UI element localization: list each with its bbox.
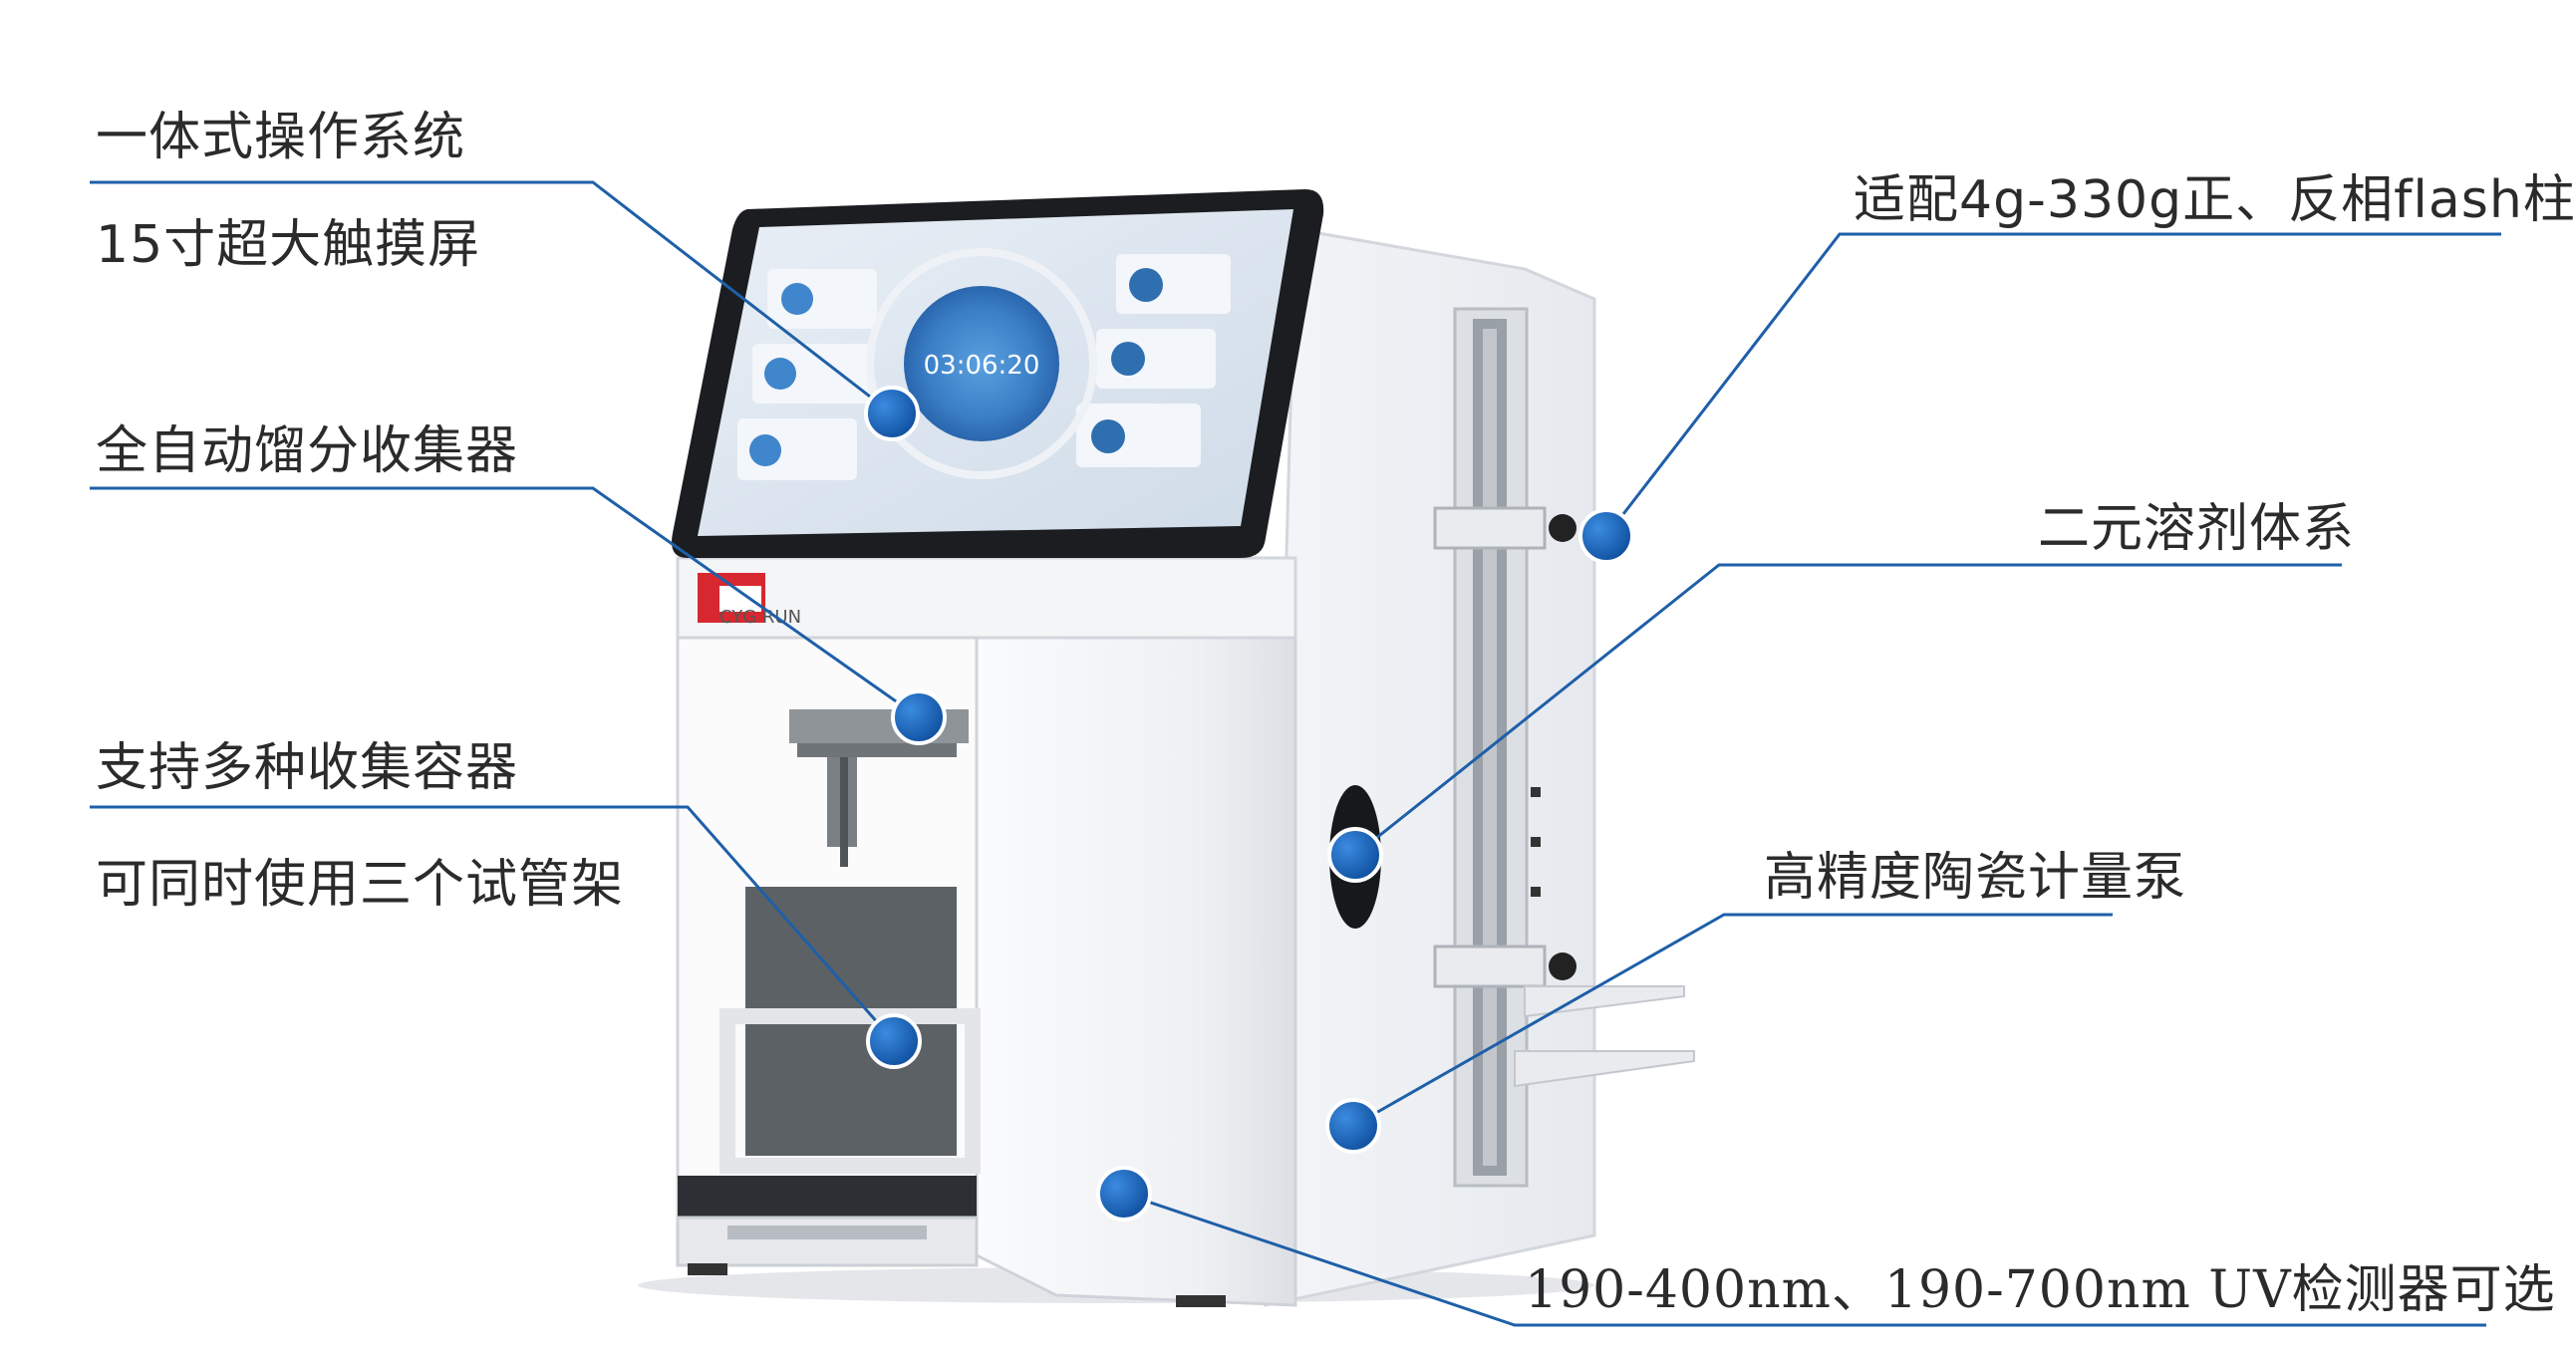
label-column-compat: 适配4g-330g正、反相flash柱 <box>1854 170 2576 230</box>
leader-touchscreen <box>90 180 893 415</box>
callout-dots <box>864 386 1634 1222</box>
touchscreen: 03:06:20 <box>672 189 1324 558</box>
svg-text:CYG RUN: CYG RUN <box>719 607 801 628</box>
leader-column <box>1604 232 2501 537</box>
dot-solvent <box>1327 827 1383 883</box>
dot-column <box>1578 508 1634 564</box>
dot-pump <box>1325 1098 1381 1154</box>
leader-containers <box>90 805 896 1042</box>
dot-touchscreen <box>864 386 920 441</box>
dot-fraction-collector <box>891 689 947 745</box>
leader-pump <box>1352 913 2113 1128</box>
test-tube-rack <box>719 887 981 1174</box>
leader-uv <box>1123 1192 2486 1327</box>
dot-containers <box>866 1013 922 1069</box>
screen-timer: 03:06:20 <box>924 351 1040 381</box>
label-ceramic-pump: 高精度陶瓷计量泵 <box>1764 848 2187 908</box>
label-integrated-system: 一体式操作系统 <box>96 108 466 167</box>
instrument: CYG RUN <box>638 189 1695 1307</box>
callout-lines <box>90 180 2501 1327</box>
label-binary-solvent: 二元溶剂体系 <box>2038 499 2356 559</box>
label-multi-containers: 支持多种收集容器 <box>96 738 519 798</box>
label-uv-detector: 190-400nm、190-700nm UV检测器可选 <box>1525 1260 2556 1320</box>
leader-fraction-collector <box>90 486 920 719</box>
label-three-racks: 可同时使用三个试管架 <box>96 855 625 915</box>
dot-uv <box>1096 1166 1152 1222</box>
leader-solvent <box>1354 563 2342 857</box>
label-fraction-collector: 全自动馏分收集器 <box>96 421 519 481</box>
label-touchscreen: 15寸超大触摸屏 <box>96 215 481 275</box>
